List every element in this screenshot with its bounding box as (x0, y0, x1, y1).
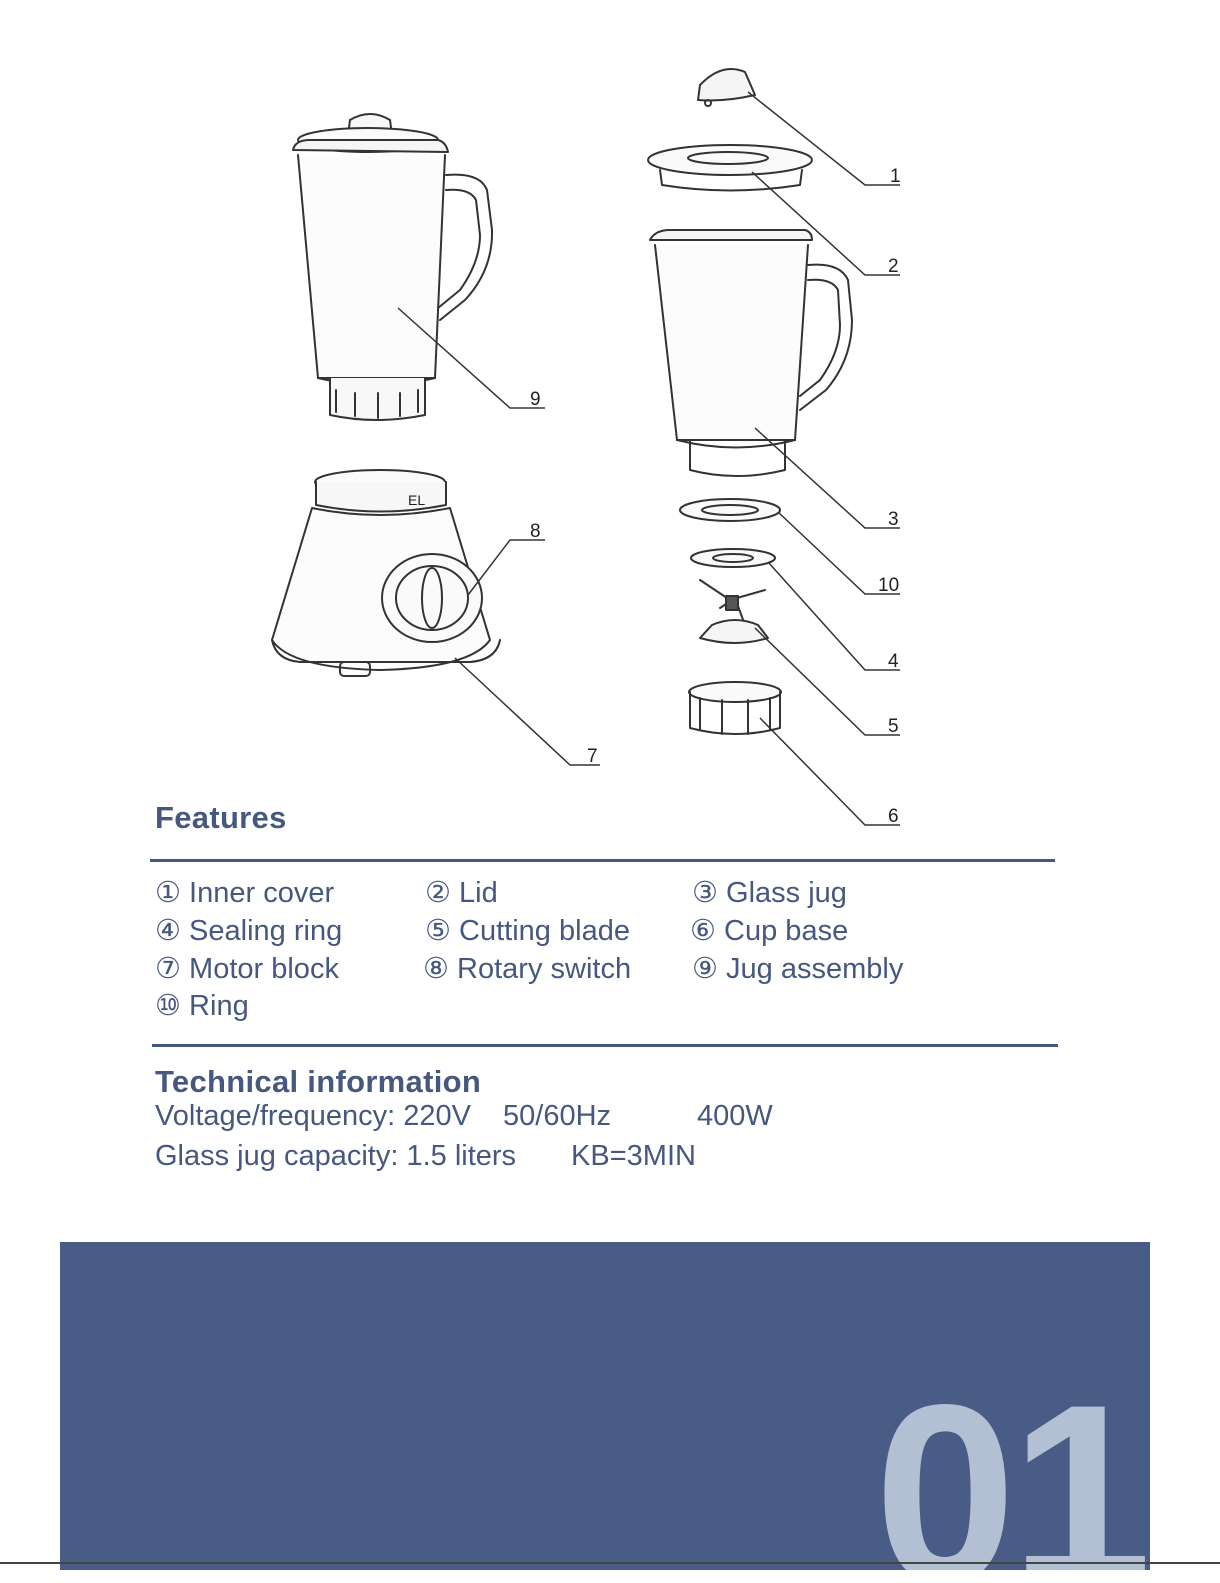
ring-part (680, 499, 780, 521)
sealing-ring-part (691, 549, 775, 567)
part-number-9: 9 (530, 389, 541, 410)
part-number-7: 7 (587, 746, 598, 767)
bottom-edge-line (0, 1562, 1220, 1564)
part-number-10: 10 (878, 575, 899, 596)
feature-glass-jug: ③ Glass jug (692, 875, 847, 911)
part-number-1: 1 (890, 166, 901, 187)
frequency-value: 50/60Hz (503, 1100, 611, 1133)
blender-exploded-diagram: 1 2 3 10 4 5 6 9 7 8 EL (0, 0, 1220, 840)
part-number-2: 2 (888, 256, 899, 277)
part-number-4: 4 (888, 651, 899, 672)
technical-information-heading: Technical information (155, 1064, 481, 1100)
feature-cutting-blade: ⑤ Cutting blade (425, 913, 630, 949)
part-number-3: 3 (888, 509, 899, 530)
power-value: 400W (697, 1100, 773, 1133)
voltage-label: Voltage/frequency: 220V (155, 1100, 471, 1133)
dial-marking: EL (408, 492, 425, 508)
feature-cup-base: ⑥ Cup base (690, 913, 848, 949)
page-number: 01 (874, 1367, 1146, 1570)
feature-lid: ② Lid (425, 875, 498, 911)
feature-motor-block: ⑦ Motor block (155, 951, 339, 987)
features-heading: Features (155, 800, 287, 836)
part-number-5: 5 (888, 716, 899, 737)
inner-cover-part (698, 69, 755, 106)
glass-jug-part (650, 230, 852, 476)
part-number-8: 8 (530, 521, 541, 542)
footer-block: 01 (60, 1242, 1150, 1570)
features-bottom-rule (152, 1044, 1058, 1047)
feature-rotary-switch: ⑧ Rotary switch (423, 951, 631, 987)
voltage-frequency-line: Voltage/frequency: 220V 50/60Hz 400W (155, 1100, 773, 1133)
part-number-6: 6 (888, 806, 899, 827)
motor-base-illustration (272, 470, 500, 676)
capacity-line: Glass jug capacity: 1.5 liters KB=3MIN (155, 1140, 696, 1173)
lid-part (648, 145, 812, 191)
kb-value: KB=3MIN (571, 1140, 696, 1173)
features-top-rule (150, 859, 1055, 862)
feature-sealing-ring: ④ Sealing ring (155, 913, 342, 949)
assembled-jug-illustration (293, 114, 492, 420)
feature-jug-assembly: ⑨ Jug assembly (692, 951, 903, 987)
capacity-label: Glass jug capacity: 1.5 liters (155, 1140, 516, 1173)
feature-inner-cover: ① Inner cover (155, 875, 334, 911)
cutting-blade-part (700, 580, 768, 643)
feature-ring: ⑩ Ring (155, 988, 249, 1024)
